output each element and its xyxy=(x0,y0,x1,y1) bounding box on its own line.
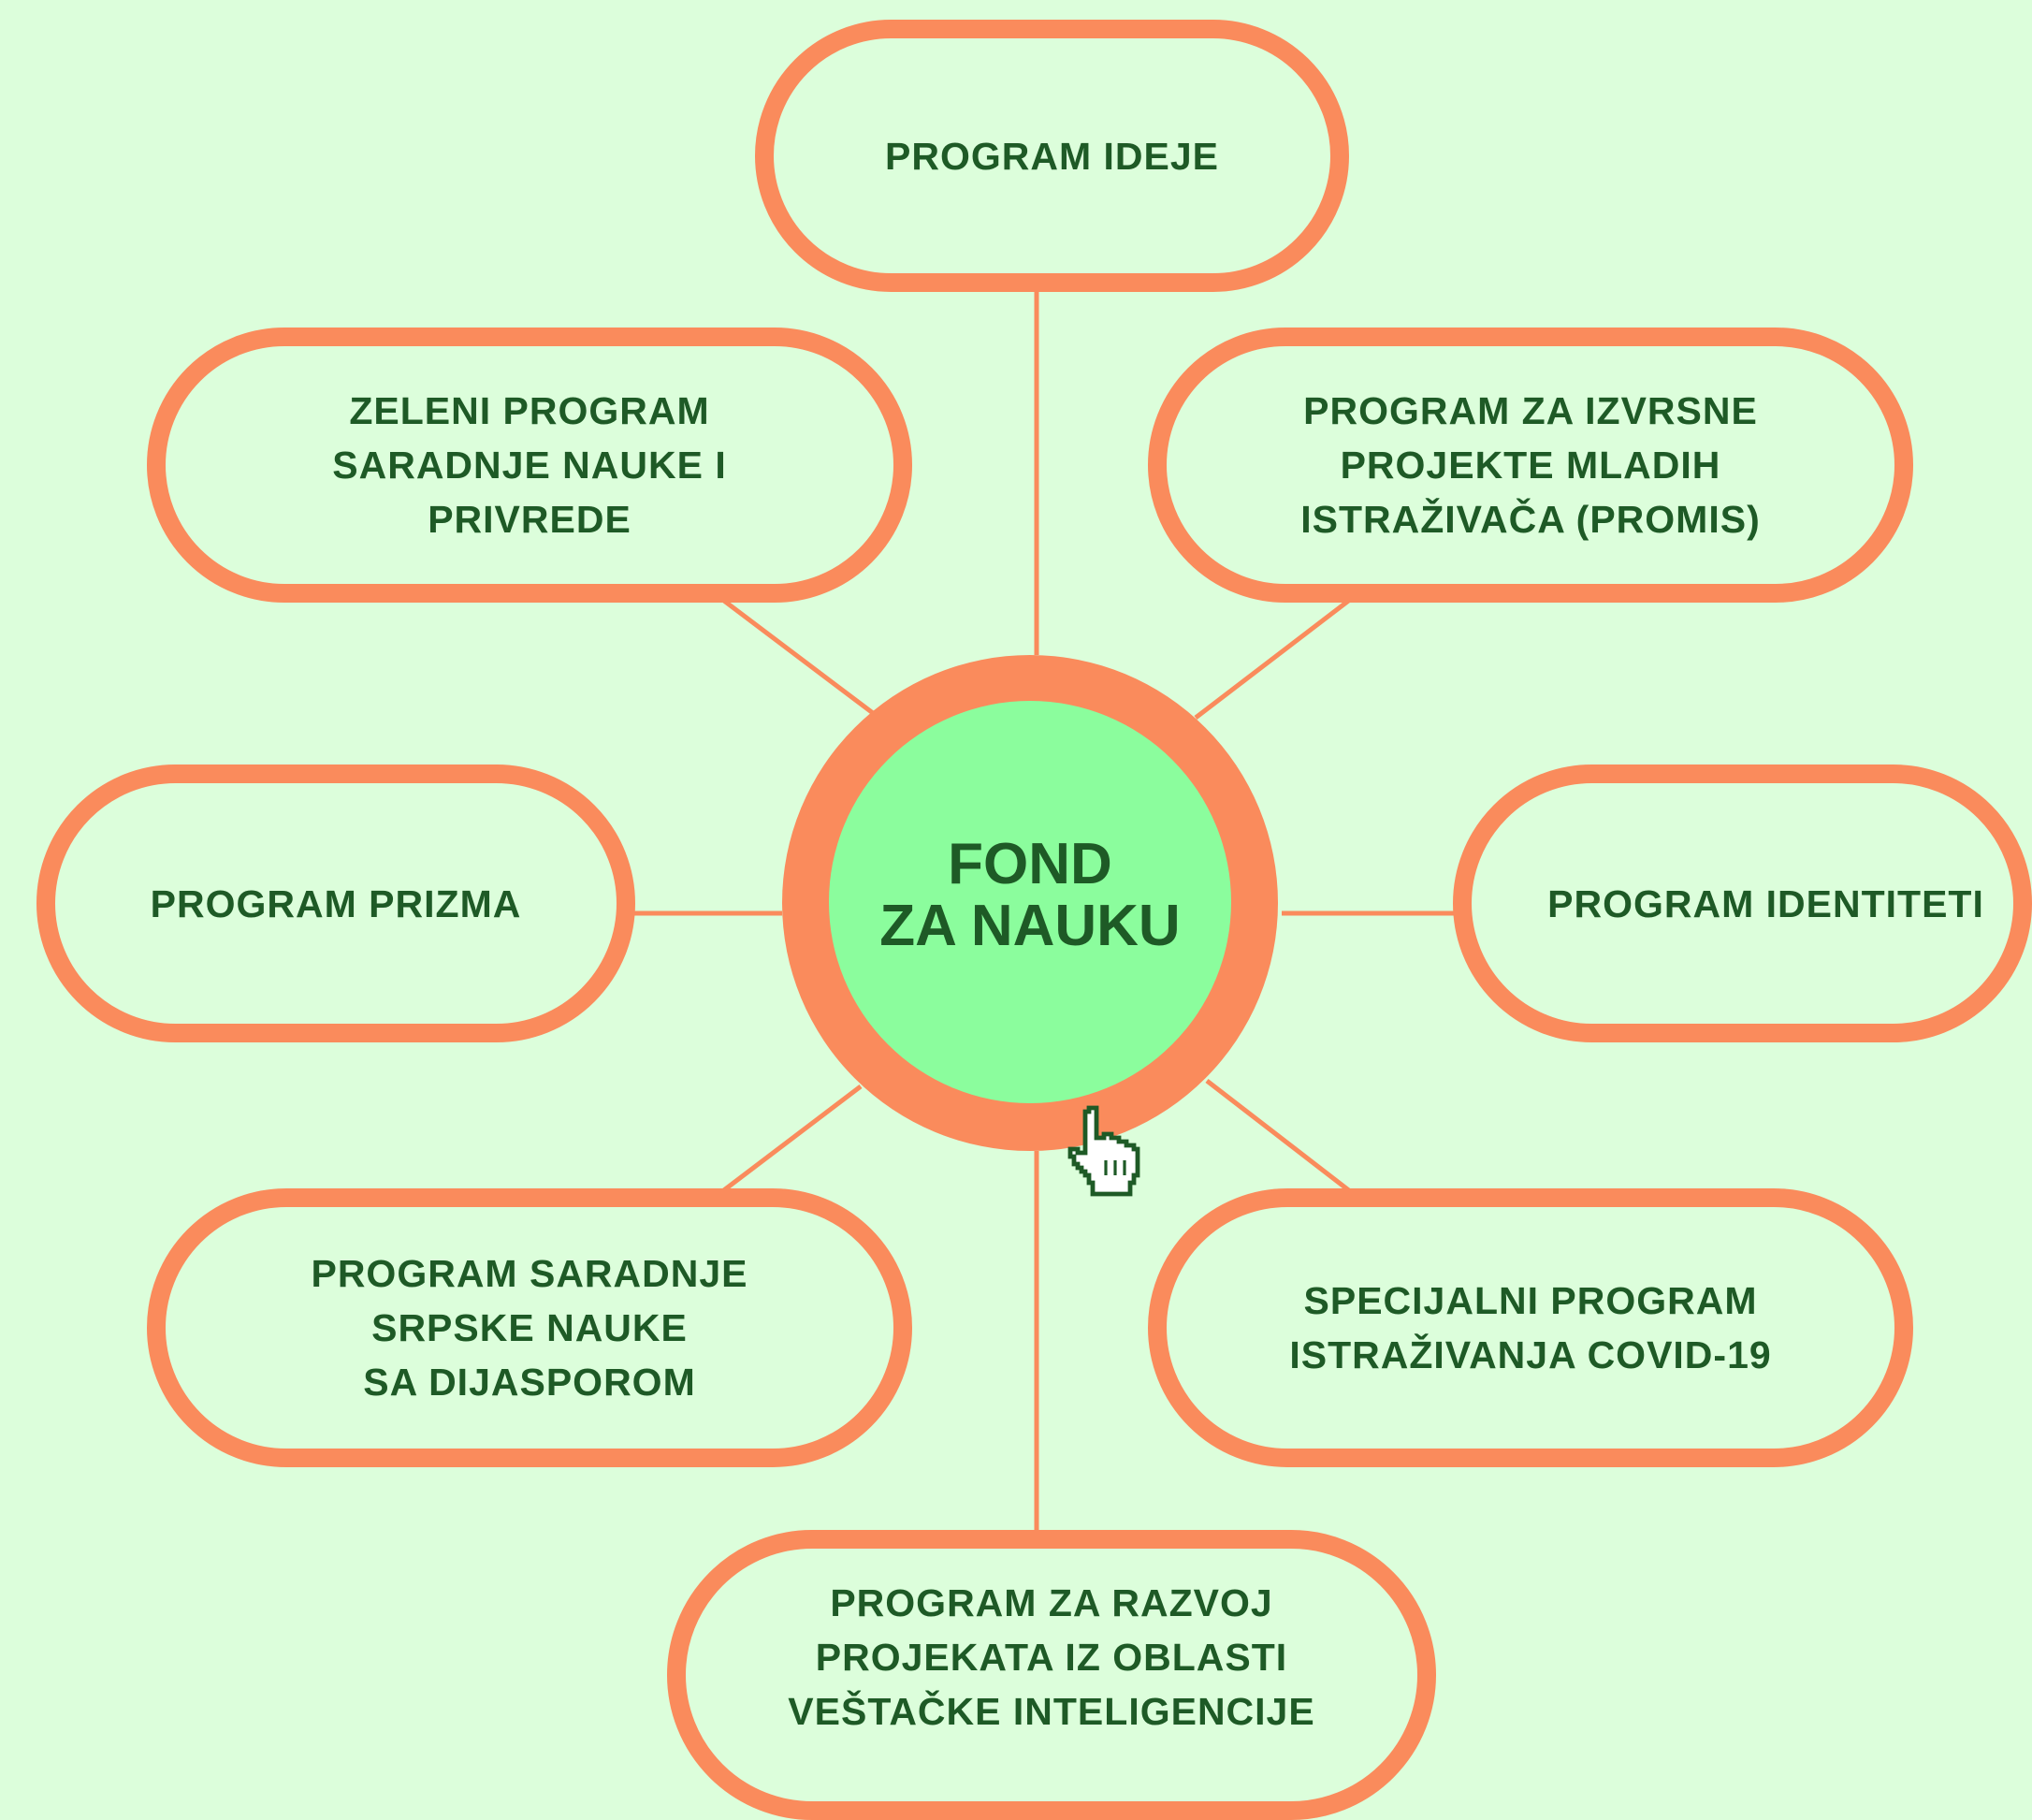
node-program-identiteti[interactable]: PROGRAM IDENTITETI xyxy=(1453,764,2032,1042)
node-program-prizma[interactable]: PROGRAM PRIZMA xyxy=(36,764,635,1042)
node-label: PROGRAM ZA IZVRSNE PROJEKTE MLADIH ISTRA… xyxy=(1300,389,1761,541)
connector-dijaspora xyxy=(700,1085,863,1209)
node-label: SPECIJALNI PROGRAM ISTRAŽIVANJA COVID-19 xyxy=(1289,1279,1772,1376)
node-program-dijaspora[interactable]: PROGRAM SARADNJE SRPSKE NAUKE SA DIJASPO… xyxy=(147,1188,912,1467)
center-title: FOND ZA NAUKU xyxy=(879,832,1181,958)
node-label: PROGRAM IDEJE xyxy=(885,134,1219,178)
hand-pointer-icon xyxy=(1067,1105,1140,1197)
node-label: PROGRAM IDENTITETI xyxy=(1547,881,1984,925)
node-program-covid[interactable]: SPECIJALNI PROGRAM ISTRAŽIVANJA COVID-19 xyxy=(1148,1188,1913,1467)
node-program-promis[interactable]: PROGRAM ZA IZVRSNE PROJEKTE MLADIH ISTRA… xyxy=(1148,328,1913,603)
node-label: PROGRAM PRIZMA xyxy=(150,881,522,925)
node-label: PROGRAM SARADNJE SRPSKE NAUKE SA DIJASPO… xyxy=(311,1252,748,1404)
connector-promis xyxy=(1194,582,1372,720)
node-label: PROGRAM ZA RAZVOJ PROJEKATA IZ OBLASTI V… xyxy=(788,1581,1315,1733)
node-program-ideje[interactable]: PROGRAM IDEJE xyxy=(755,20,1349,292)
node-program-ai[interactable]: PROGRAM ZA RAZVOJ PROJEKATA IZ OBLASTI V… xyxy=(667,1530,1436,1820)
node-zeleni-program[interactable]: ZELENI PROGRAM SARADNJE NAUKE I PRIVREDE xyxy=(147,328,912,603)
node-label: ZELENI PROGRAM SARADNJE NAUKE I PRIVREDE xyxy=(332,389,727,541)
center-hub-inner: FOND ZA NAUKU xyxy=(829,701,1231,1103)
connector-zeleni xyxy=(700,582,875,715)
connector-covid xyxy=(1205,1079,1372,1209)
